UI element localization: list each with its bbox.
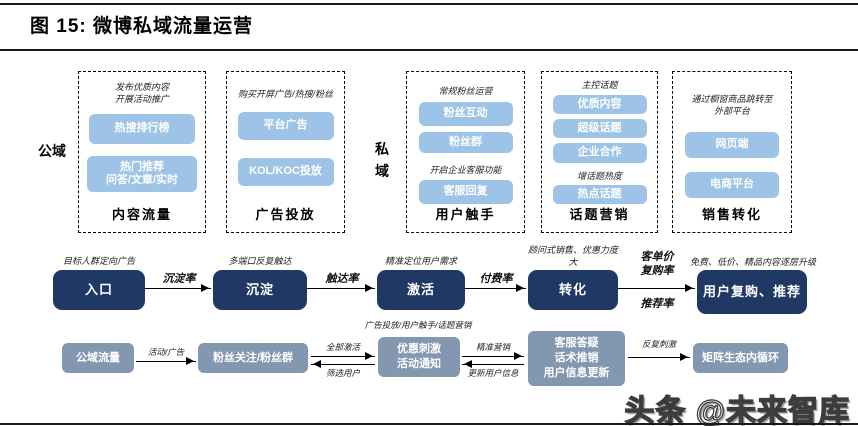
- channel-box: 平台广告: [237, 112, 334, 141]
- arrow-label: 筛选用户: [325, 368, 360, 378]
- arrow-label: 沉淀率: [162, 273, 196, 285]
- arrow-label: 客单价 复购率: [640, 251, 674, 278]
- funnel-box-activate: 激活: [377, 270, 465, 310]
- funnel-box-retain: 沉淀: [213, 270, 307, 310]
- column-content-traffic: 发布优质内容 开展活动推广 热搜排行榜 热门推荐 问答/文章/实时 内容流量: [78, 71, 206, 233]
- arrow-label: 付费率: [479, 273, 513, 285]
- channel-box: 热搜排行榜: [89, 114, 195, 145]
- arrow-label: 触达率: [325, 273, 359, 285]
- arrow-right-icon: [136, 356, 196, 365]
- funnel-box-convert: 转化: [528, 270, 618, 310]
- arrow-label: 反复刺激: [641, 339, 676, 349]
- arrow-right-icon: [628, 352, 690, 361]
- loop-box-service: 客服答疑 话术推销 用户信息更新: [528, 331, 625, 386]
- arrow-label: 更新用户信息: [467, 368, 519, 378]
- column-note: 常规粉丝运营: [438, 86, 493, 96]
- funnel-step-note: 免费、低价、精品内容逐层升级: [689, 257, 816, 267]
- column-note: 开启企业客服功能: [429, 165, 502, 176]
- watermark: 头条 @未来智库: [624, 394, 850, 426]
- arrow-right-icon: [307, 283, 375, 292]
- channel-box: 客服回复: [418, 180, 513, 205]
- arrow-label: 推荐率: [640, 298, 674, 310]
- column-note: 增话题热度: [576, 170, 622, 181]
- column-note: 通过橱窗商品跳转至 外部平台: [691, 94, 773, 117]
- loop-box-public-traffic: 公域流量: [62, 343, 134, 373]
- arrow-right-icon: [465, 283, 526, 292]
- column-footer: 用户触手: [435, 207, 496, 223]
- column-note: 购买开屏广告/热搜/粉丝: [237, 89, 333, 99]
- title-divider: [0, 49, 858, 51]
- column-footer: 广告投放: [255, 207, 316, 222]
- column-footer: 内容流量: [111, 207, 172, 222]
- column-note: 主控话题: [581, 80, 618, 90]
- region-label-private: 私域: [375, 141, 389, 180]
- funnel-box-entry: 入口: [53, 270, 145, 310]
- column-footer: 销售转化: [701, 207, 762, 222]
- arrow-label: 全部激活: [325, 342, 360, 352]
- column-footer: 话题营销: [569, 207, 630, 222]
- funnel-step-note: 精准定位用户需求: [384, 256, 457, 266]
- channel-box: 网页端: [685, 132, 779, 159]
- loop-box-stimulus: 优惠刺激 活动通知: [378, 337, 460, 377]
- channel-box: KOL/KOC投放: [237, 158, 334, 187]
- channel-box: 热门推荐 问答/文章/实时: [87, 156, 197, 193]
- funnel-step-note: 顾问式销售、优惠力度 大: [527, 245, 618, 267]
- channel-box: 企业合作: [552, 143, 647, 163]
- channel-box: 粉丝群: [418, 131, 513, 154]
- channel-box: 热点话题: [552, 184, 647, 204]
- top-rule: [0, 3, 858, 5]
- arrow-left-icon: [311, 359, 375, 368]
- arrow-right-icon: [145, 283, 211, 292]
- channel-box: 优质内容: [552, 95, 647, 115]
- column-ad-placement: 购买开屏广告/热搜/粉丝 平台广告 KOL/KOC投放 广告投放: [226, 71, 345, 233]
- column-user-touchpoints: 常规粉丝运营 粉丝互动 粉丝群 开启企业客服功能 客服回复 用户触手: [406, 71, 525, 233]
- funnel-box-repurchase: 用户复购、推荐: [697, 270, 807, 314]
- figure-title: 图 15: 微博私域流量运营: [30, 16, 254, 37]
- column-topic-marketing: 主控话题 优质内容 超级话题 企业合作 增话题热度 热点话题 话题营销: [541, 71, 658, 233]
- column-sales-conversion: 通过橱窗商品跳转至 外部平台 网页端 电商平台 销售转化: [672, 71, 792, 233]
- loop-box-fans: 粉丝关注/粉丝群: [198, 343, 308, 373]
- funnel-step-note: 目标人群定向广告: [62, 256, 135, 266]
- arrow-label: 活动/广告: [147, 347, 185, 357]
- arrow-right-icon: [462, 351, 524, 360]
- region-label-public: 公域: [38, 143, 66, 159]
- arrow-left-icon: [462, 359, 524, 368]
- channel-box: 粉丝互动: [418, 102, 513, 126]
- arrow-right-icon: [311, 351, 375, 360]
- bottom-rule: [0, 423, 858, 425]
- loop-box-matrix-ecosystem: 矩阵生态内循环: [693, 343, 788, 373]
- funnel-step-note: 多端口反复触达: [228, 256, 292, 266]
- column-note: 发布优质内容 开展活动推广: [114, 82, 169, 105]
- arrow-right-icon: [618, 283, 695, 292]
- arrow-label: 精准营销: [475, 342, 510, 352]
- loop-note: 广告投放/用户触手/话题营销: [364, 320, 472, 330]
- channel-box: 电商平台: [685, 172, 779, 199]
- channel-box: 超级话题: [552, 119, 647, 139]
